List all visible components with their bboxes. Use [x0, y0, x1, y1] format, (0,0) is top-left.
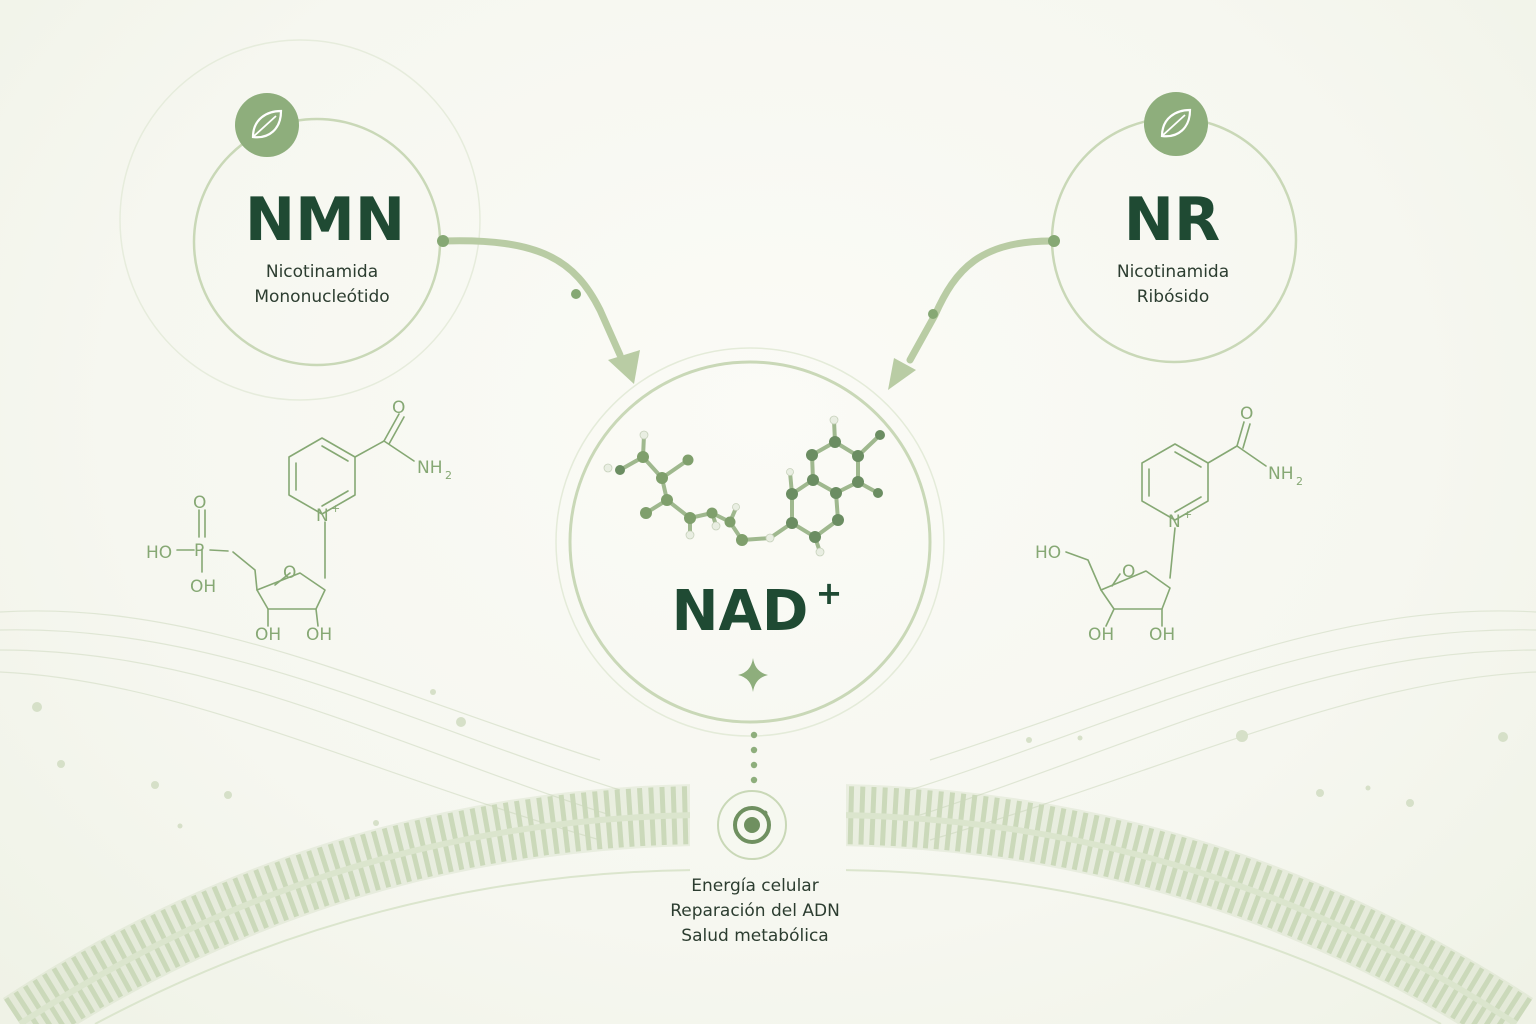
nr-name-line-1: Nicotinamida	[1117, 262, 1229, 282]
nmn-outer-halo	[119, 39, 481, 401]
nr-structure-label: HO	[1035, 543, 1061, 563]
nmn-structure-label: HO	[146, 543, 172, 563]
nr-structure-label: O	[1122, 562, 1135, 582]
cell-membrane-right	[846, 784, 1534, 1024]
nr-structure-label: O	[1240, 404, 1253, 424]
nad-node: NAD +	[555, 347, 945, 737]
nad-ring	[568, 360, 932, 724]
nr-structure-label: OH	[1149, 625, 1175, 645]
nmn-structure-label: OH	[190, 577, 216, 597]
benefit-item: Reparación del ADN	[670, 901, 840, 921]
nmn-structure-label: P	[194, 541, 204, 561]
nmn-structure-label: N	[316, 506, 329, 526]
nad-abbreviation: NAD	[672, 579, 809, 644]
nr-structure-label: N	[1168, 512, 1181, 532]
nmn-structure-label: OH	[306, 625, 332, 645]
nr-name-line-2: Ribósido	[1137, 287, 1210, 307]
benefit-item: Energía celular	[691, 876, 818, 896]
benefits-list: Energía celular Reparación del ADN Salud…	[670, 876, 840, 946]
nmn-structure: O NH 2 N + O O P HO OH OH OH	[146, 398, 452, 645]
nmn-node: NMN Nicotinamida Mononucleótido	[119, 39, 481, 401]
nmn-structure-label: +	[331, 502, 340, 515]
nad-outer-halo	[555, 347, 945, 737]
leaf-icon	[251, 109, 283, 139]
nmn-badge	[235, 93, 299, 157]
nmn-name-line-2: Mononucleótido	[254, 287, 389, 307]
nmn-structure-label: O	[392, 398, 405, 418]
cell-membrane-left	[2, 784, 690, 1024]
arrow-nmn-to-nad	[437, 235, 640, 384]
sparkle-icon	[738, 658, 768, 692]
nr-node: NR Nicotinamida Ribósido	[1050, 92, 1298, 364]
background-waves	[0, 610, 1536, 841]
nmn-structure-label: O	[193, 493, 206, 513]
nr-structure-label: OH	[1088, 625, 1114, 645]
benefit-item: Salud metabólica	[681, 926, 828, 946]
nmn-structure-label: O	[283, 563, 296, 583]
nr-badge	[1144, 92, 1208, 156]
nr-structure-label: 2	[1296, 475, 1303, 488]
nmn-structure-label: 2	[445, 469, 452, 482]
nr-structure-label: +	[1183, 508, 1192, 521]
nad-superscript: +	[816, 574, 843, 612]
nmn-structure-label: OH	[255, 625, 281, 645]
nad-molecule-model	[603, 415, 885, 557]
leaf-icon	[1160, 108, 1192, 138]
benefit-connector	[750, 731, 758, 784]
nr-structure-label: NH	[1268, 464, 1294, 484]
arrow-nr-to-nad	[888, 235, 1060, 390]
nmn-name-line-1: Nicotinamida	[266, 262, 378, 282]
nr-structure: O NH 2 N + O HO OH OH	[1035, 404, 1303, 645]
nmn-structure-label: NH	[417, 458, 443, 478]
nmn-abbreviation: NMN	[245, 185, 405, 255]
background-dots	[32, 689, 1508, 829]
target-icon	[717, 790, 787, 860]
nr-abbreviation: NR	[1124, 185, 1220, 255]
